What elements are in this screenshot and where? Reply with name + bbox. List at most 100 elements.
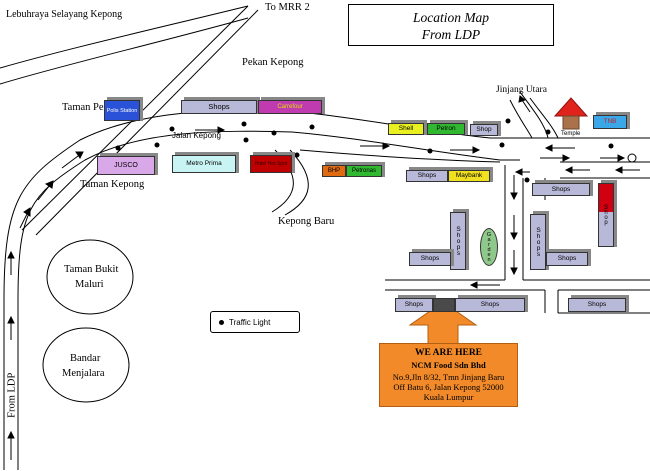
traffic-light-7 bbox=[309, 124, 315, 130]
destination-address-line1: No.9,Jln 8/32, Tmn Jinjang Baru bbox=[392, 372, 505, 382]
arrow-south-1 bbox=[510, 175, 518, 201]
arrow-south-3 bbox=[510, 250, 518, 276]
traffic-light-3 bbox=[169, 126, 175, 132]
label-maluri: Maluri bbox=[75, 279, 104, 290]
arrow-ldp-4 bbox=[19, 207, 31, 229]
building-shops-l1-vertical: Shops bbox=[450, 212, 466, 270]
building-shops-bottom-mid: Shops bbox=[455, 298, 525, 312]
building-shops-bottom-right: Shops bbox=[568, 298, 626, 312]
building-shops-right: Shops bbox=[532, 183, 590, 196]
arrow-jk-west-1 bbox=[544, 144, 575, 152]
building-shops-top: Shops bbox=[181, 100, 257, 114]
traffic-light-6 bbox=[271, 130, 277, 136]
arrow-ldp-3 bbox=[7, 250, 15, 275]
traffic-light-5 bbox=[243, 137, 249, 143]
destination-company: NCM Food Sdn Bhd bbox=[411, 360, 486, 370]
road-ldp-right bbox=[17, 130, 293, 470]
map-title-box: Location Map From LDP bbox=[348, 4, 554, 46]
traffic-light-2 bbox=[154, 142, 160, 148]
building-carrefour: Carrefour bbox=[258, 100, 322, 114]
destination-heading: WE ARE HERE bbox=[414, 348, 483, 358]
arrow-jk-3 bbox=[450, 146, 481, 154]
building-metro-prima: Metro Prima bbox=[172, 155, 236, 173]
building-shell: Shell bbox=[388, 123, 424, 135]
road-jalan-kepong-south2 bbox=[299, 149, 501, 163]
traffic-light-8 bbox=[294, 152, 300, 158]
building-garden: Garden bbox=[480, 228, 498, 266]
road-jinjang-3 bbox=[529, 97, 559, 139]
legend-traffic-light-label: Traffic Light bbox=[229, 317, 271, 327]
traffic-light-legend-icon bbox=[219, 319, 224, 325]
building-shops-l2-horizontal: Shops bbox=[546, 252, 588, 266]
building-jusco: JUSCO bbox=[97, 156, 155, 175]
building-shop-small: Shop bbox=[470, 124, 498, 136]
traffic-light-11 bbox=[505, 118, 511, 124]
building-shops-bottom-left: Shops bbox=[395, 298, 433, 312]
label-from-ldp: From LDP bbox=[6, 372, 18, 418]
destination-address-line3: Kuala Lumpur bbox=[423, 392, 474, 402]
road-lebuhraya-inner bbox=[0, 17, 249, 85]
building-shops-l2-vertical: Shops bbox=[530, 214, 546, 270]
map-title-line1: Location Map bbox=[412, 10, 490, 25]
traffic-light-14 bbox=[524, 177, 530, 183]
road-lebuhraya-outer bbox=[0, 5, 249, 69]
road-jinjang-2 bbox=[519, 91, 549, 139]
road-jinjang-1 bbox=[509, 99, 533, 139]
building-maybank: Maybank bbox=[448, 170, 490, 182]
building-hotel: Hotel Hot Spot bbox=[250, 155, 292, 173]
label-kepong-baru: Kepong Baru bbox=[278, 216, 335, 227]
building-shops-l1-horizontal: Shops bbox=[409, 252, 451, 266]
road-jalan-kepong-south bbox=[291, 131, 520, 161]
arrow-jinjang bbox=[518, 95, 531, 113]
building-tnb: TNB bbox=[593, 115, 627, 129]
traffic-light-4 bbox=[241, 121, 247, 127]
area-bandar-menjalara bbox=[42, 327, 130, 403]
building-shops-mid: Shops bbox=[406, 170, 448, 182]
building-petronas: Petronas bbox=[346, 165, 382, 177]
label-lebuhraya: Lebuhraya Selayang Kepong bbox=[6, 9, 123, 20]
label-pekan-kepong: Pekan Kepong bbox=[242, 57, 304, 68]
building-petron: Petron bbox=[427, 123, 465, 135]
arrow-ldp-2 bbox=[7, 315, 15, 340]
arrow-west-1 bbox=[469, 281, 500, 289]
label-temple: Temple bbox=[561, 131, 581, 137]
area-taman-bukit-maluri bbox=[46, 239, 134, 315]
label-bandar: Bandar bbox=[70, 353, 101, 364]
road-kepong-baru-2 bbox=[284, 149, 309, 216]
map-title-line2: From LDP bbox=[421, 27, 481, 42]
arrow-ldp-5 bbox=[37, 180, 54, 201]
arrow-east-2 bbox=[600, 154, 626, 162]
legend-traffic-light: Traffic Light bbox=[210, 311, 300, 333]
traffic-light-1 bbox=[115, 145, 121, 151]
arrow-jk-1 bbox=[195, 126, 226, 134]
destination-building bbox=[433, 298, 455, 312]
label-menjalara: Menjalara bbox=[62, 368, 105, 379]
building-shop-vertical-red: Shop bbox=[598, 183, 614, 247]
temple-icon bbox=[553, 97, 589, 130]
arrow-ldp-1 bbox=[7, 430, 15, 460]
label-jinjang-utara: Jinjang Utara bbox=[496, 85, 547, 95]
label-mrr2: To MRR 2 bbox=[265, 2, 310, 13]
arrow-south-2 bbox=[510, 215, 518, 241]
building-bhp: BHP bbox=[322, 165, 346, 177]
destination-info-box: WE ARE HERE NCM Food Sdn Bhd No.9,Jln 8/… bbox=[379, 343, 518, 407]
arrow-jk-2 bbox=[360, 142, 391, 150]
road-mrr2-2 bbox=[35, 9, 259, 236]
roundabout bbox=[627, 153, 637, 163]
arrow-west-2 bbox=[514, 168, 530, 176]
arrow-east-1 bbox=[540, 154, 571, 162]
building-polis-station: Polis Station bbox=[104, 100, 140, 121]
label-taman-kepong: Taman Kepong bbox=[80, 179, 145, 190]
traffic-light-12 bbox=[545, 129, 551, 135]
label-taman-bukit: Taman Bukit bbox=[64, 264, 119, 275]
traffic-light-15 bbox=[608, 143, 614, 149]
arrow-east-west-1 bbox=[564, 166, 590, 174]
label-jalan-kepong: Jalan Kepong bbox=[172, 131, 221, 140]
arrow-east-west-2 bbox=[614, 166, 640, 174]
label-taman-perdana: Taman Perdana bbox=[62, 102, 127, 113]
traffic-light-10 bbox=[499, 142, 505, 148]
traffic-light-9 bbox=[427, 148, 433, 154]
destination-address-line2: Off Batu 6, Jalan Kepong 52000 bbox=[393, 382, 504, 392]
